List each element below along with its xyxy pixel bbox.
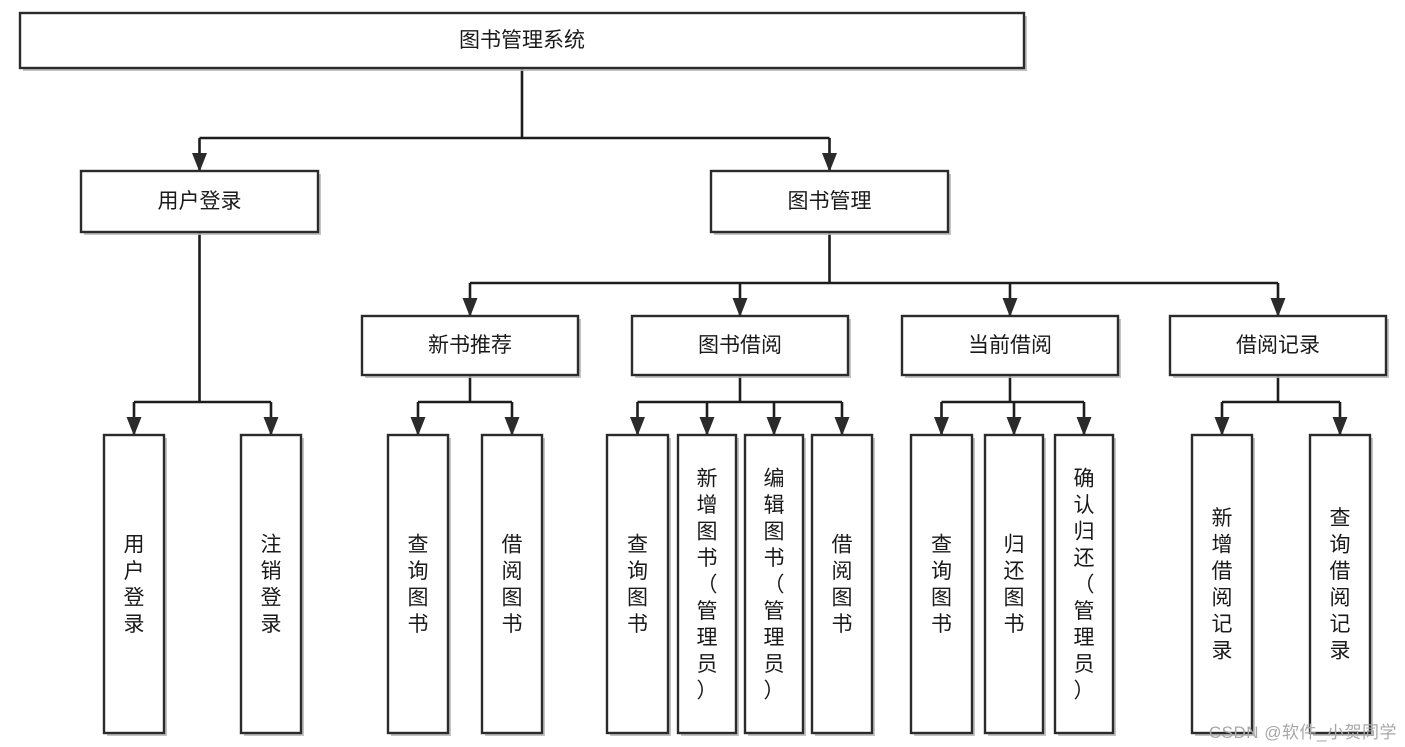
node-current-borrow[interactable]: 当前借阅	[900, 314, 1121, 378]
node-rect[interactable]	[810, 433, 874, 735]
node-leaf-borrow-add[interactable]: 新增图书（管理员）	[676, 433, 739, 736]
node-rect[interactable]	[79, 169, 320, 234]
arrow-head-icon	[732, 298, 748, 317]
edge-group-new-book-rec	[410, 375, 520, 436]
node-label: 用户登录	[158, 190, 242, 213]
node-label: 借阅记录	[1236, 334, 1320, 357]
arrow-head-icon	[934, 417, 949, 436]
node-rect[interactable]	[1053, 433, 1115, 735]
node-leaf-rec-search[interactable]: 查询借阅记录	[1308, 433, 1373, 736]
node-rect[interactable]	[743, 433, 805, 735]
node-leaf-cur-query[interactable]: 查询图书	[909, 433, 975, 736]
node-label: 图书管理	[788, 190, 872, 213]
arrow-head-icon	[1076, 417, 1092, 436]
edge-group-user-login	[126, 232, 279, 436]
node-leaf-rec-borrow[interactable]: 借阅图书	[480, 433, 545, 736]
node-leaf-user-login[interactable]: 用户登录	[102, 433, 167, 736]
arrow-head-icon	[699, 417, 715, 436]
node-rect[interactable]	[239, 433, 303, 735]
node-new-book-rec[interactable]: 新书推荐	[360, 314, 581, 378]
node-leaf-cur-return[interactable]: 归还图书	[983, 433, 1046, 736]
arrow-head-icon	[822, 153, 837, 172]
node-label: 确认归还（管理员）	[1074, 467, 1095, 702]
node-label: 新增图书（管理员）	[697, 467, 718, 702]
node-book-manage[interactable]: 图书管理	[709, 169, 951, 235]
edge-group-current-borrow	[934, 375, 1092, 436]
node-book-borrow[interactable]: 图书借阅	[630, 314, 851, 378]
arrow-head-icon	[1270, 298, 1286, 317]
node-leaf-borrow-query[interactable]: 查询图书	[605, 433, 671, 736]
node-label: 用户登录	[124, 534, 145, 637]
node-leaf-cur-confirm[interactable]: 确认归还（管理员）	[1053, 433, 1116, 736]
node-rect[interactable]	[386, 433, 450, 735]
arrow-head-icon	[410, 417, 426, 436]
node-leaf-rec-query[interactable]: 查询图书	[386, 433, 451, 736]
node-rect[interactable]	[1168, 314, 1388, 377]
arrow-head-icon	[834, 417, 850, 436]
node-label: 借阅图书	[832, 534, 853, 637]
node-leaf-user-logout[interactable]: 注销登录	[239, 433, 304, 736]
node-rect[interactable]	[909, 433, 974, 735]
node-label: 新增借阅记录	[1212, 507, 1233, 663]
node-label: 编辑图书（管理员）	[764, 467, 785, 702]
arrow-head-icon	[504, 417, 520, 436]
node-label: 查询图书	[931, 534, 952, 637]
watermark-label: CSDN @软件_小贺同学	[1208, 723, 1397, 742]
arrow-head-icon	[766, 417, 782, 436]
node-label: 借阅图书	[502, 534, 523, 637]
node-label: 归还图书	[1004, 534, 1025, 637]
node-rect[interactable]	[676, 433, 738, 735]
node-label: 新书推荐	[428, 334, 512, 357]
node-leaf-borrow-edit[interactable]: 编辑图书（管理员）	[743, 433, 806, 736]
node-rect[interactable]	[630, 314, 850, 377]
node-label: 注销登录	[261, 534, 282, 637]
node-label: 查询借阅记录	[1330, 507, 1351, 663]
arrow-head-icon	[1006, 417, 1022, 436]
node-user-login[interactable]: 用户登录	[79, 169, 321, 235]
arrow-head-icon	[126, 417, 142, 436]
node-rect[interactable]	[605, 433, 670, 735]
arrow-head-icon	[1002, 298, 1018, 317]
arrow-head-icon	[630, 417, 645, 436]
node-leaf-rec-add[interactable]: 新增借阅记录	[1190, 433, 1255, 736]
node-rect[interactable]	[983, 433, 1045, 735]
arrow-head-icon	[192, 153, 207, 172]
node-label: 查询图书	[627, 534, 648, 637]
node-borrow-record[interactable]: 借阅记录	[1168, 314, 1389, 378]
node-rect[interactable]	[1308, 433, 1372, 735]
edge-group-book-borrow	[630, 375, 850, 436]
node-leaf-borrow-do[interactable]: 借阅图书	[810, 433, 875, 736]
node-label: 图书管理系统	[459, 29, 585, 52]
arrow-head-icon	[263, 417, 279, 436]
node-rect[interactable]	[18, 11, 1026, 70]
arrow-head-icon	[1214, 417, 1230, 436]
node-rect[interactable]	[360, 314, 580, 377]
node-label: 当前借阅	[968, 334, 1052, 357]
node-rect[interactable]	[480, 433, 544, 735]
nodes-layer: 图书管理系统用户登录图书管理新书推荐图书借阅当前借阅借阅记录用户登录注销登录查询…	[18, 11, 1389, 736]
node-rect[interactable]	[102, 433, 166, 735]
node-rect[interactable]	[1190, 433, 1254, 735]
node-label: 图书借阅	[698, 334, 782, 357]
edge-group-root	[192, 68, 837, 172]
edge-group-borrow-record	[1214, 375, 1348, 436]
arrow-head-icon	[1332, 417, 1348, 436]
node-rect[interactable]	[709, 169, 950, 234]
node-rect[interactable]	[900, 314, 1120, 377]
connectors-layer	[126, 68, 1348, 436]
arrow-head-icon	[462, 298, 478, 317]
node-label: 查询图书	[408, 534, 429, 637]
edge-group-book-manage	[462, 232, 1286, 317]
node-root[interactable]: 图书管理系统	[18, 11, 1027, 71]
